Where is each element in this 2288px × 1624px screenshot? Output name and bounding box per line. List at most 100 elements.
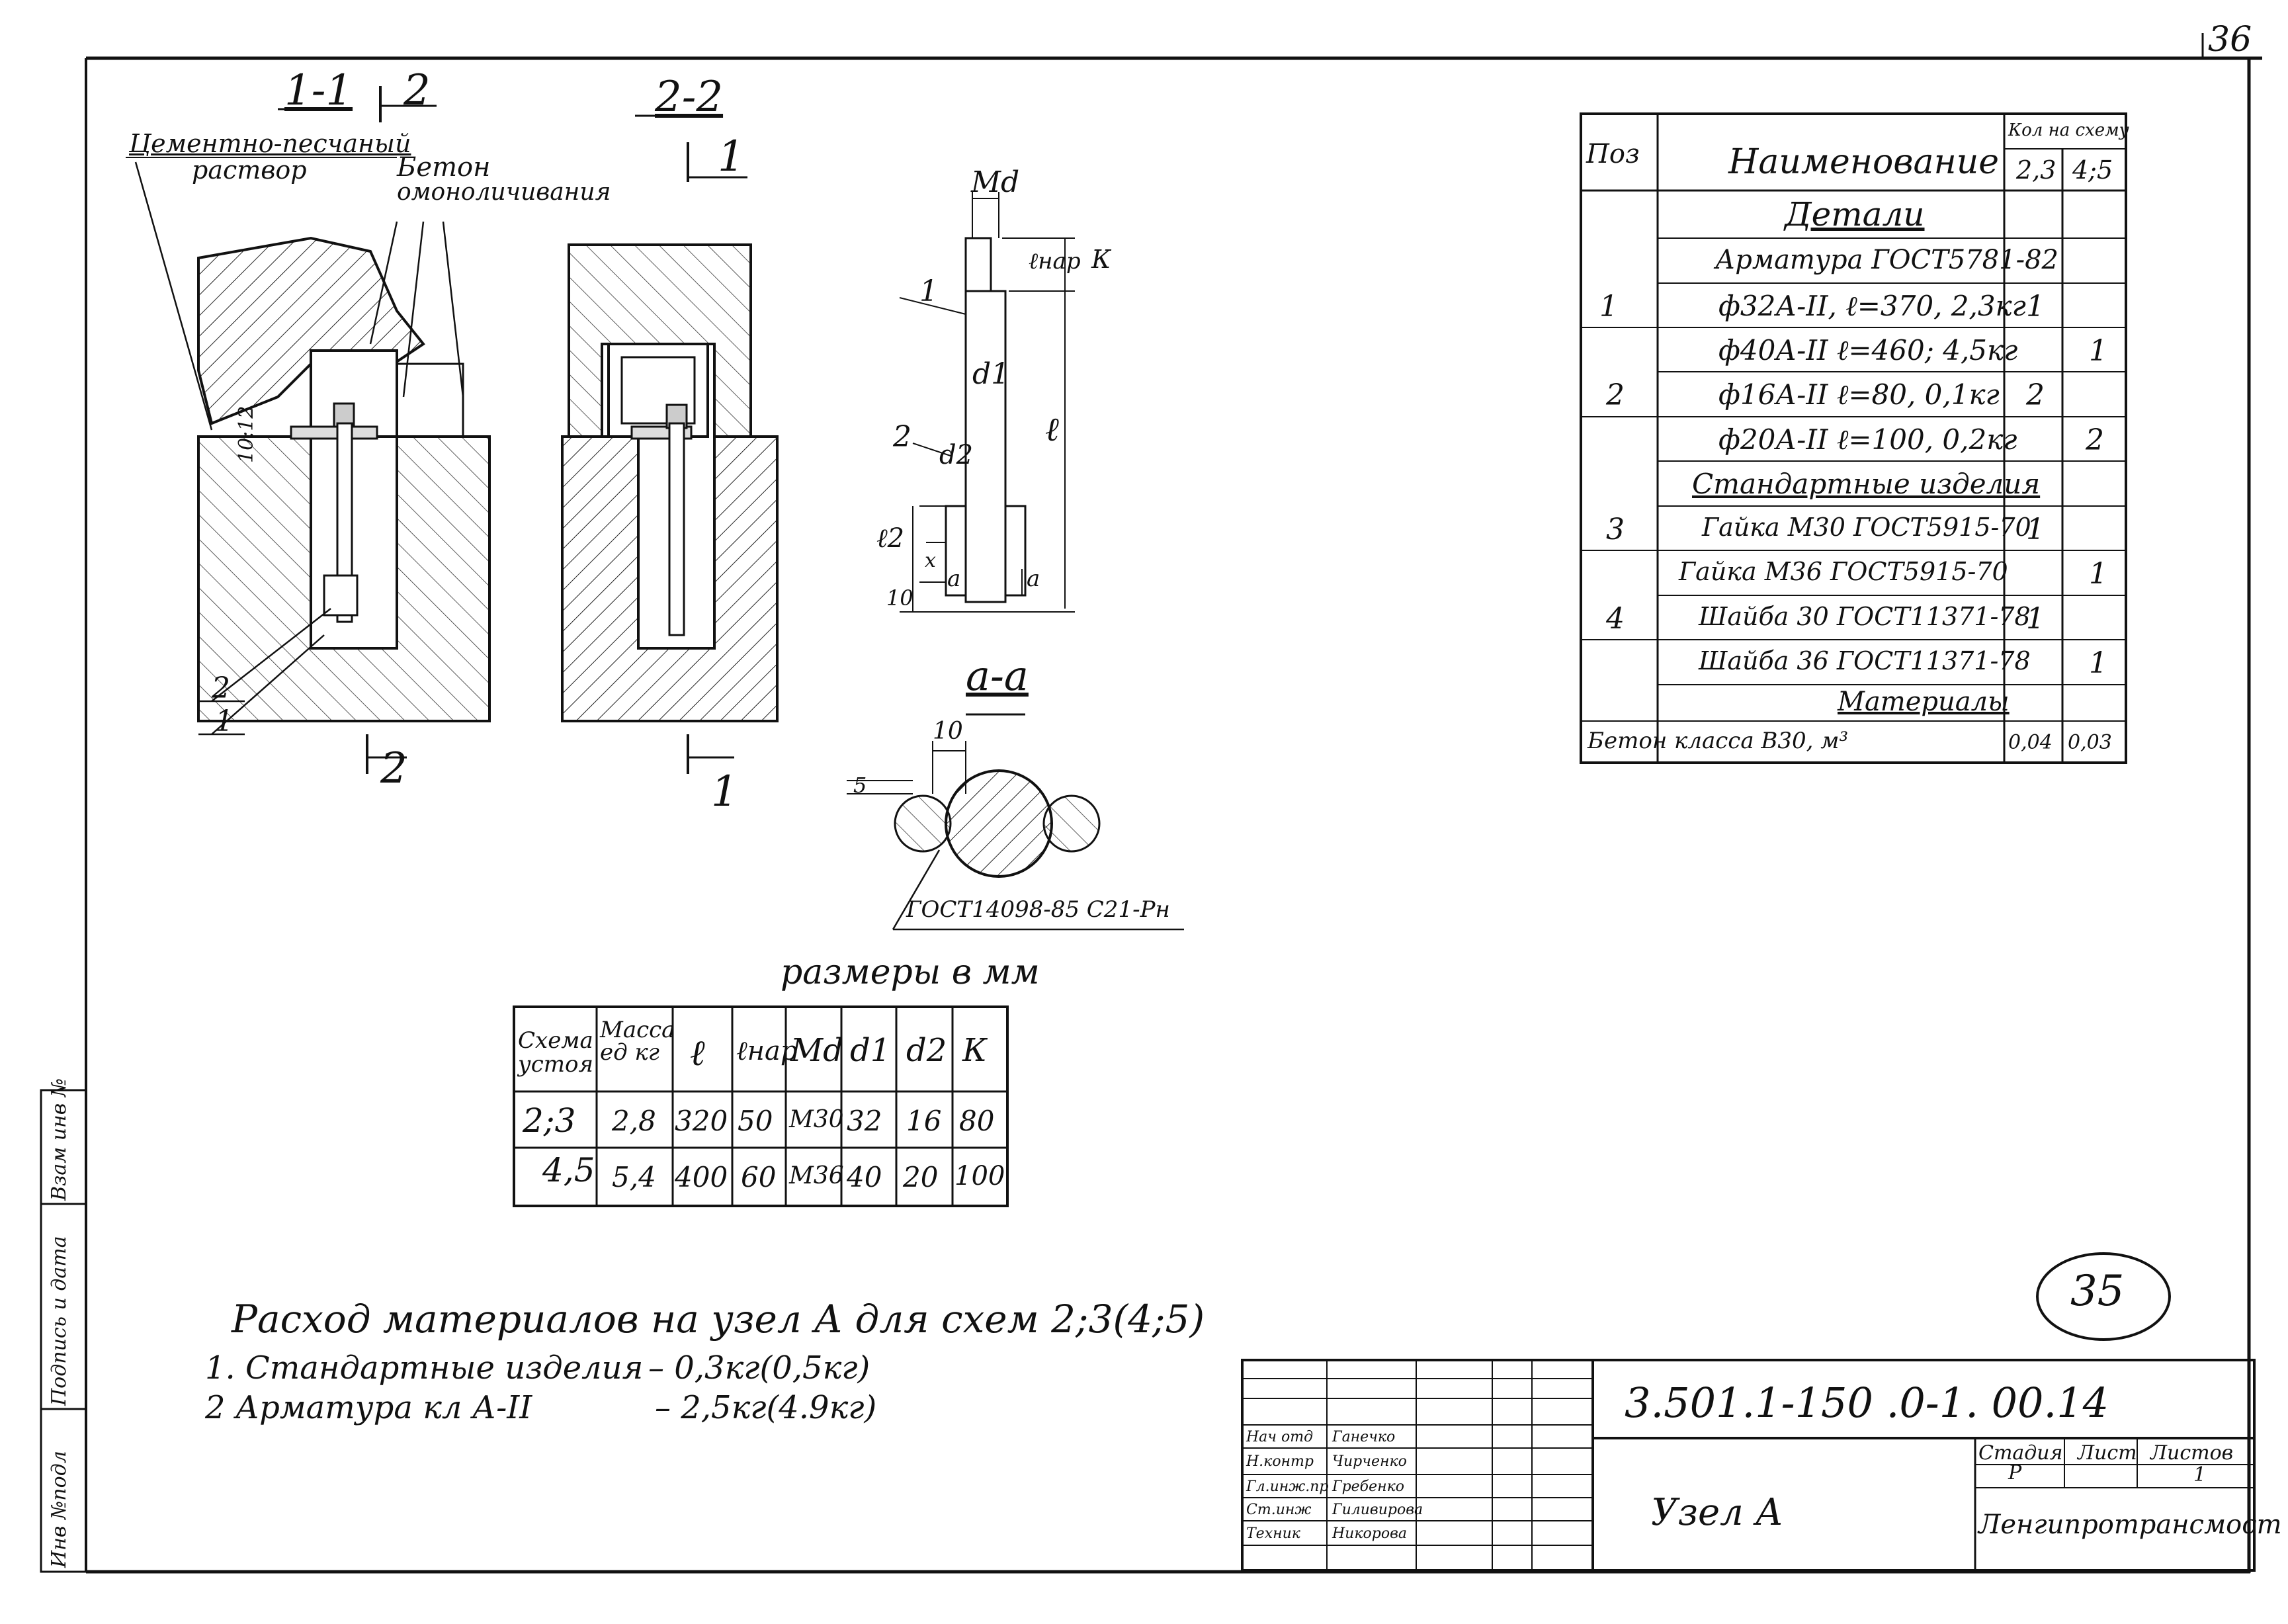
dims-cell: 320	[675, 1105, 728, 1137]
spec-row-name: Арматура ГОСТ5781-82	[1715, 245, 2058, 275]
detail-k: К	[1091, 245, 1111, 274]
person-name: Гиливирова	[1332, 1502, 1423, 1518]
section-2-2	[561, 114, 779, 774]
spec-row-qty1: 1	[2026, 602, 2045, 636]
dims-cell: 400	[675, 1161, 728, 1193]
dims-header: ℓ	[690, 1032, 705, 1074]
person-name: Никорова	[1332, 1525, 1407, 1542]
circle-stamp-outline	[2036, 1252, 2171, 1341]
spec-row-name: ф40А-II ℓ=460; 4,5кг	[1718, 334, 2018, 366]
spec-row-name: Шайба 36 ГОСТ11371-78	[1699, 646, 2031, 675]
detail-md: Md	[971, 165, 1020, 199]
dims-cell: 60	[741, 1161, 777, 1193]
spec-row-name: ф20А-II ℓ=100, 0,2кг	[1718, 423, 2017, 456]
detail-pos-2: 2	[893, 420, 911, 454]
dims-table-grid	[513, 1005, 1009, 1207]
notes-line1-value: – 0,3кг(0,5кг)	[648, 1349, 870, 1387]
spec-col-45: 4;5	[2072, 155, 2113, 185]
person-name: Гребенко	[1332, 1478, 1404, 1495]
spec-col-qty: Кол на схему	[2008, 120, 2129, 140]
person-role: Техник	[1246, 1525, 1300, 1542]
drawing-title: Узел А	[1651, 1491, 1784, 1534]
spec-row-pos: 3	[1606, 513, 1625, 546]
detail-x: x	[925, 549, 936, 572]
dims-header: d2	[906, 1032, 947, 1069]
spec-row-qty1: 1	[2026, 290, 2045, 323]
dims-title: размеры в мм	[781, 953, 1040, 992]
dims-header: К	[962, 1032, 988, 1069]
notes-line2-label: 2 Арматура кл А-II	[205, 1389, 532, 1426]
title-block-grid	[1241, 1359, 2256, 1572]
spec-row-qty2: 0,03	[2068, 731, 2112, 754]
weld-standard: ГОСТ14098-85 С21-Рн	[906, 896, 1170, 923]
dims-cell: М30	[789, 1106, 844, 1133]
spec-row-pos: 1	[1599, 290, 1618, 323]
title-block: 3.501.1-150 .0-1. 00.14 Узел А Стадия Ли…	[1241, 1359, 2282, 1572]
spec-row-name: Гайка М36 ГОСТ5915-70	[1679, 557, 2008, 586]
spec-row-name: Гайка М30 ГОСТ5915-70	[1702, 513, 2031, 542]
dims-header: d1	[850, 1032, 891, 1069]
detail-lnar: ℓнар	[1029, 248, 1081, 275]
detail-l: ℓ	[1045, 410, 1059, 449]
callout-mortar-line1: Цементно-песчаный	[129, 129, 411, 158]
section-arrow-1: 1	[718, 132, 745, 181]
person-role: Нач отд	[1246, 1429, 1314, 1445]
spec-row-pos: 2	[1606, 378, 1625, 412]
sheet-frame	[85, 33, 2262, 1574]
dims-cell: 5,4	[612, 1161, 656, 1193]
dims-cell: М36	[789, 1162, 844, 1189]
spec-table-grid	[1580, 112, 2127, 764]
drawing-code: 3.501.1-150 .0-1. 00.14	[1625, 1379, 2109, 1427]
dims-cell: 4,5	[542, 1151, 595, 1189]
dims-cell: 2,8	[612, 1105, 656, 1137]
callout-mortar-line2: раствор	[192, 155, 307, 185]
detail-d2: d2	[939, 440, 974, 470]
weld-dim-5: 5	[853, 773, 867, 798]
spec-row-name: ф32А-II, ℓ=370, 2,3кг	[1718, 290, 2026, 322]
section-1-1	[126, 86, 491, 774]
dims-header: Масса ед кг	[600, 1017, 675, 1066]
detail-l2: ℓ2	[876, 523, 905, 554]
specification-table: Поз Наименование Кол на схему 2,3 4;5 Де…	[1580, 112, 2129, 764]
spec-row-qty1: 2	[2026, 378, 2045, 412]
sheets-label: Листов	[2150, 1441, 2234, 1465]
side-inv-original: Инв №подл	[48, 1451, 71, 1568]
spec-row-name: ф16А-II ℓ=80, 0,1кг	[1718, 378, 2000, 411]
section-label-a-a: a-a	[966, 652, 1029, 700]
notes-line1-label: 1. Стандартные изделия	[205, 1349, 644, 1387]
spec-row-qty2: 1	[2089, 646, 2107, 680]
dims-header: Схема устоя	[518, 1027, 593, 1078]
dims-cell: 2;3	[523, 1101, 576, 1140]
stage-label: Стадия	[1978, 1441, 2063, 1465]
dims-cell: 16	[906, 1105, 942, 1137]
dims-header: Md	[790, 1032, 843, 1069]
detail-a-left: а	[947, 566, 961, 592]
spec-col-name: Наименование	[1728, 142, 2000, 182]
spec-row-name: Шайба 30 ГОСТ11371-78	[1699, 602, 2031, 631]
spec-col-23: 2,3	[2016, 155, 2056, 185]
page-number: 36	[2208, 20, 2252, 60]
circle-stamp-number: 35	[2070, 1267, 2125, 1316]
bottom-section-arrow-1: 1	[711, 767, 738, 816]
notes-line2-value: – 2,5кг(4.9кг)	[655, 1389, 877, 1426]
person-role: Гл.инж.пр	[1246, 1478, 1329, 1495]
section-arrow-2: 2	[403, 66, 431, 115]
dims-cell: 20	[903, 1161, 939, 1193]
spec-row-name: Бетон класса В30, м³	[1588, 728, 1849, 754]
spec-row-name: Детали	[1785, 195, 1925, 234]
person-role: Н.контр	[1246, 1453, 1314, 1470]
detail-pos-1: 1	[919, 275, 938, 308]
person-name: Чирченко	[1332, 1453, 1407, 1470]
dims-cell: 50	[738, 1105, 773, 1137]
spec-row-name: Материалы	[1838, 687, 2010, 717]
section-label-1-1: 1-1	[284, 66, 353, 115]
detail-d1: d1	[972, 357, 1010, 391]
dims-cell: 40	[847, 1161, 882, 1193]
weld-dim-10: 10	[933, 718, 963, 745]
notes-title: Расход материалов на узел А для схем 2;3…	[232, 1297, 1205, 1342]
spec-row-name: Стандартные изделия	[1692, 468, 2041, 500]
bottom-section-arrow-2: 2	[380, 744, 407, 793]
dims-cell: 80	[959, 1105, 995, 1137]
person-name: Ганечко	[1332, 1429, 1396, 1445]
